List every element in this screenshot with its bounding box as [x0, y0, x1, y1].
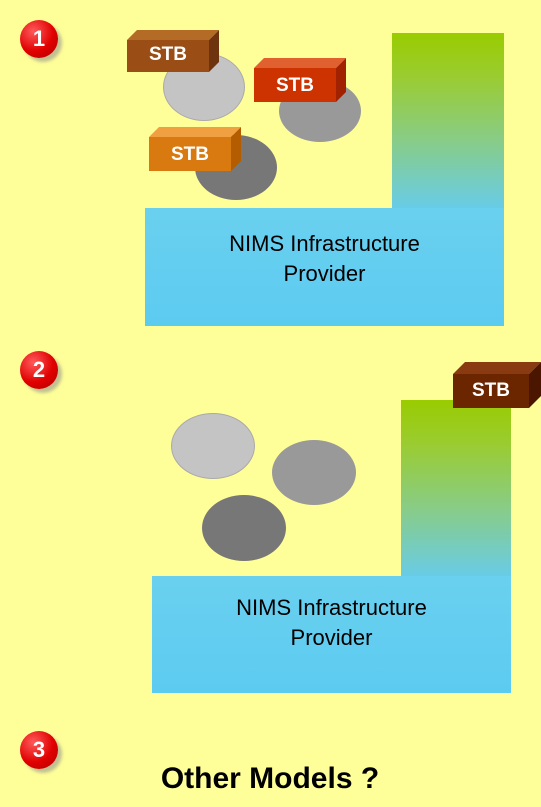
other-models-text: Other Models ?: [160, 762, 380, 795]
step-number: 3: [32, 737, 46, 762]
provider-label-line2: Provider: [290, 624, 373, 650]
step-number: 2: [32, 357, 46, 382]
provider-panel: [152, 576, 511, 693]
provider-vertical-bar: [392, 33, 504, 213]
provider-label-line1: NIMS Infrastructure: [236, 595, 427, 620]
provider-panel: [145, 208, 504, 326]
step-badge-2: 2: [20, 351, 58, 389]
provider-label: NIMS Infrastructure Provider: [145, 229, 504, 288]
stb-box-orange: STB: [149, 127, 241, 171]
disk-light: [171, 413, 255, 479]
provider-vertical-bar: [401, 400, 511, 582]
stb-box-red: STB: [254, 58, 346, 102]
stb-label: STB: [276, 75, 314, 96]
disk-medium: [272, 440, 356, 505]
stb-box-dark-brown: STB: [453, 362, 541, 408]
step-number: 1: [32, 26, 46, 51]
provider-label: NIMS Infrastructure Provider: [152, 593, 511, 652]
stb-label: STB: [472, 380, 510, 401]
provider-label-line2: Provider: [283, 260, 366, 286]
stb-label: STB: [149, 44, 187, 65]
disk-dark: [202, 495, 286, 561]
step-badge-3: 3: [20, 731, 58, 769]
stb-label: STB: [171, 144, 209, 165]
provider-label-line1: NIMS Infrastructure: [229, 231, 420, 256]
stb-box-brown: STB: [127, 30, 219, 72]
step-badge-1: 1: [20, 20, 58, 58]
